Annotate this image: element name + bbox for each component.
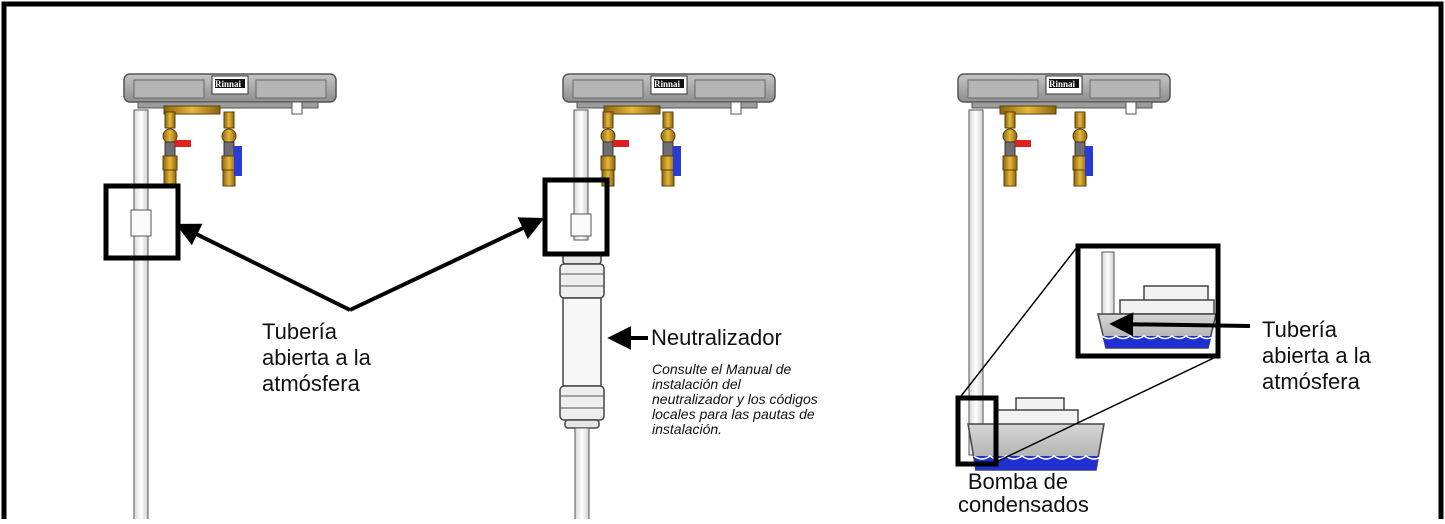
panel-neutralizer	[542, 73, 776, 521]
brand-logo: Rinnai	[1049, 79, 1076, 89]
label-line: Bomba de	[967, 469, 1069, 494]
brand-logo: Rinnai	[654, 79, 681, 89]
label-line: abierta a la	[262, 345, 371, 370]
label-line: abierta a la	[1262, 343, 1371, 368]
highlight-box-pipe	[542, 177, 610, 257]
label-pipe-open-left: Tubería abierta a la atmósfera	[262, 319, 371, 397]
label-line: atmósfera	[262, 371, 360, 396]
arrow-icon	[349, 217, 545, 312]
arrow-icon	[175, 223, 351, 312]
pump-detail-zoom	[1078, 246, 1218, 356]
brand-logo: Rinnai	[215, 79, 242, 89]
ball-valve-icon	[221, 111, 237, 187]
ball-valve-icon	[600, 111, 616, 187]
panel-condensate-pump	[955, 73, 1251, 471]
label-line: Tubería	[262, 319, 338, 344]
neutralizer-note: Consulte el Manual de instalación del ne…	[652, 362, 818, 437]
panel-open-pipe	[103, 73, 337, 521]
pipe-coupling	[130, 209, 152, 237]
note-line: neutralizador y los códigos	[652, 391, 818, 407]
ball-valve-icon	[1072, 111, 1088, 187]
neutralizer-icon	[559, 253, 605, 429]
highlight-box-pipe	[103, 183, 181, 261]
note-line: instalación del	[652, 376, 741, 392]
highlight-box-detail	[1075, 243, 1221, 359]
arrow-icon	[1109, 312, 1251, 337]
label-line: Tubería	[1262, 317, 1338, 342]
label-neutralizer: Neutralizador	[651, 325, 782, 350]
label-line: condensados	[958, 492, 1089, 517]
note-line: Consulte el Manual de	[652, 361, 792, 377]
ball-valve-icon	[162, 111, 178, 187]
note-line: instalación.	[652, 421, 723, 437]
label-line: atmósfera	[1262, 369, 1360, 394]
highlight-box-pump-inlet	[955, 395, 999, 467]
drain-pipe	[133, 109, 149, 521]
note-line: locales para las pautas de	[652, 406, 815, 422]
condensate-pump-icon	[967, 397, 1105, 471]
label-condensate-pump: Bomba de condensados	[958, 469, 1089, 517]
label-pipe-open-right: Tubería abierta a la atmósfera	[1262, 317, 1371, 395]
ball-valve-icon	[660, 111, 676, 187]
ball-valve-icon	[1002, 111, 1018, 187]
